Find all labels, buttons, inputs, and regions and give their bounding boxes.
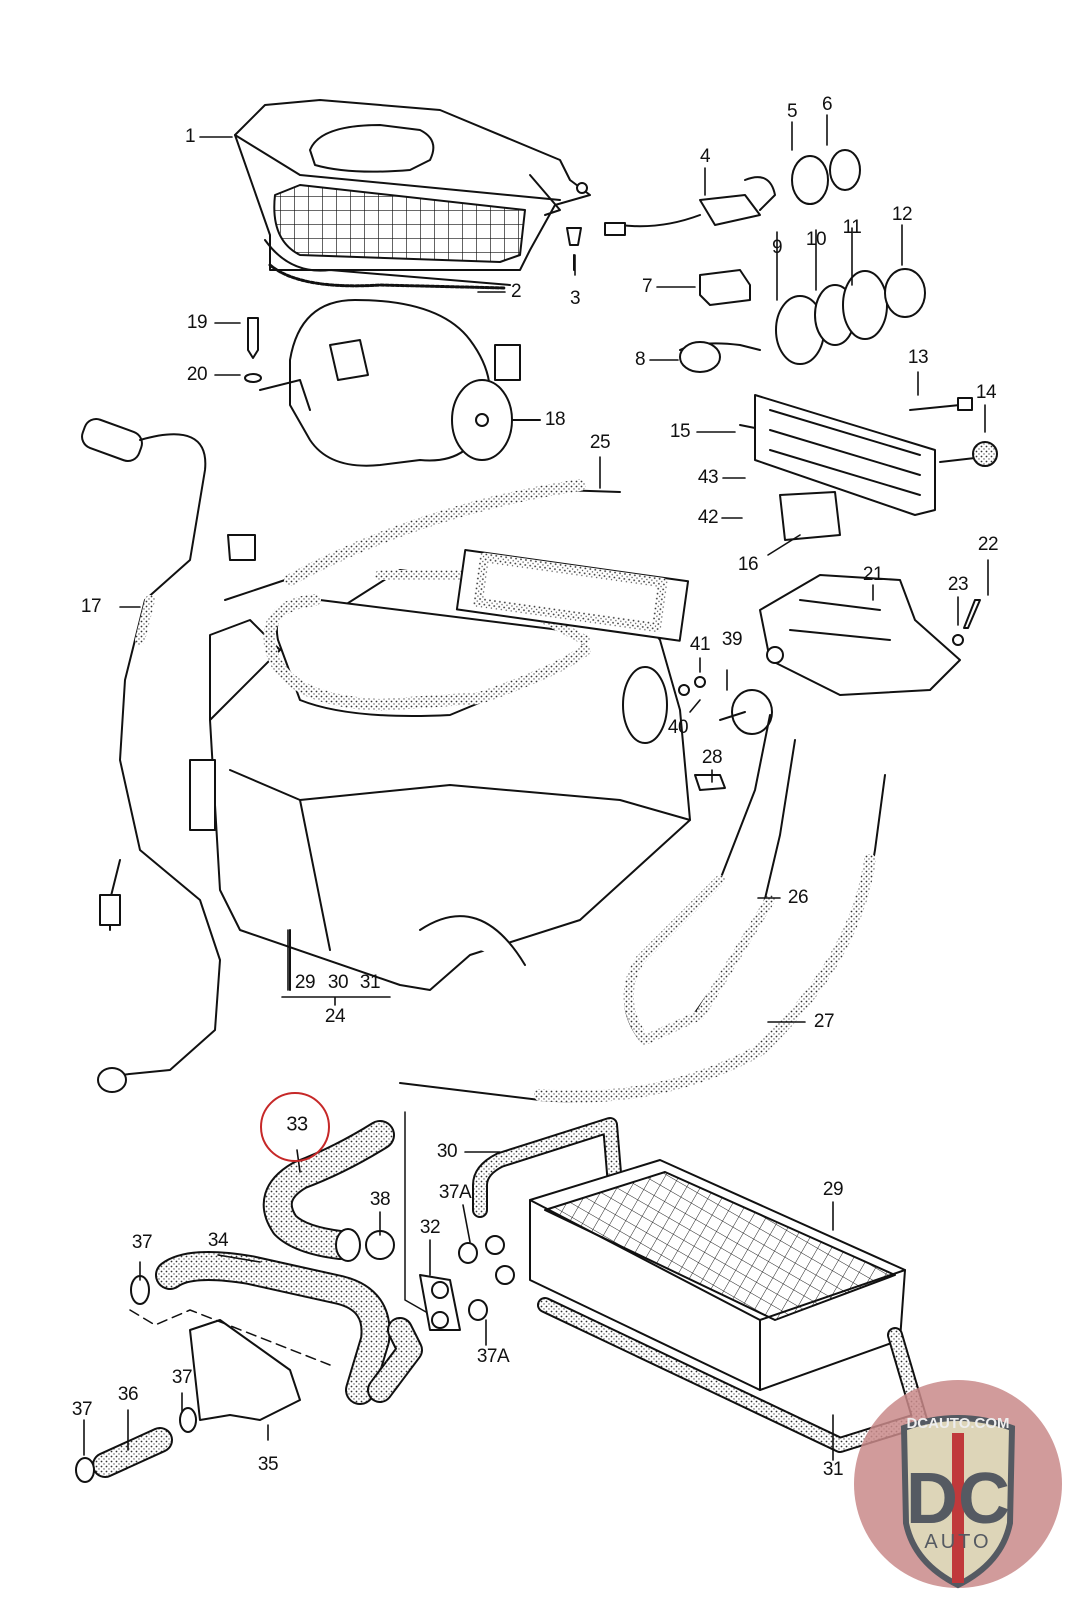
- callout-33[interactable]: 33: [286, 1113, 308, 1136]
- part-30-seal: [472, 1117, 623, 1218]
- highlight-circle-part-33: [260, 1092, 330, 1162]
- callout-12[interactable]: 12: [891, 204, 913, 225]
- callout-17[interactable]: 17: [80, 596, 102, 617]
- callout-37-b[interactable]: 37: [171, 1367, 193, 1388]
- callout-9[interactable]: 9: [771, 237, 783, 258]
- logo-stripe: [952, 1433, 964, 1583]
- part-37-hose-clamps: [75, 1275, 197, 1483]
- part-13-16-control-panel: [739, 394, 998, 541]
- callout-14[interactable]: 14: [975, 382, 997, 403]
- callout-21[interactable]: 21: [862, 564, 884, 585]
- callout-25[interactable]: 25: [589, 432, 611, 453]
- callout-15[interactable]: 15: [669, 421, 691, 442]
- logo-monogram: DC: [906, 1459, 1010, 1539]
- part-7-12-rotary-assembly: [679, 268, 926, 373]
- callout-7[interactable]: 7: [641, 276, 653, 297]
- callout-31-group[interactable]: 31: [359, 972, 381, 993]
- callout-43[interactable]: 43: [697, 467, 719, 488]
- part-22-23-screw-washer: [952, 599, 981, 646]
- callout-3[interactable]: 3: [569, 288, 581, 309]
- callout-16[interactable]: 16: [737, 554, 759, 575]
- part-33-coolant-hose: [262, 1111, 441, 1321]
- part-17-wiring-harness: [81, 418, 256, 1093]
- callout-19[interactable]: 19: [186, 312, 208, 333]
- part-18-blower-motor: [289, 299, 541, 467]
- part-37A-clamps: [458, 1242, 488, 1321]
- dcauto-watermark-logo: DCAUTO.COM DC AUTO: [854, 1380, 1062, 1589]
- part-19-20-screw-washer: [244, 317, 311, 411]
- part-27-cable: [399, 774, 886, 1103]
- callout-37A-upper[interactable]: 37A: [438, 1182, 472, 1203]
- part-39-blower-switch: [678, 676, 773, 791]
- part-24-heater-box: [189, 548, 691, 991]
- part-21-flap-mechanism: [759, 574, 961, 696]
- part-29-heater-core: [485, 1159, 906, 1391]
- callout-38[interactable]: 38: [369, 1189, 391, 1210]
- callout-37-c[interactable]: 37: [71, 1399, 93, 1420]
- callout-37-a[interactable]: 37: [131, 1232, 153, 1253]
- part-4-6-switch: [604, 149, 861, 236]
- callout-26[interactable]: 26: [787, 887, 809, 908]
- callout-10[interactable]: 10: [805, 229, 827, 250]
- logo-site-text: DCAUTO.COM: [906, 1415, 1009, 1432]
- callout-13[interactable]: 13: [907, 347, 929, 368]
- callout-8[interactable]: 8: [634, 349, 646, 370]
- callout-2[interactable]: 2: [510, 281, 522, 302]
- callout-32[interactable]: 32: [419, 1217, 441, 1238]
- callout-23[interactable]: 23: [947, 574, 969, 595]
- part-35-valve: [129, 1309, 331, 1421]
- callout-18[interactable]: 18: [544, 409, 566, 430]
- callout-22[interactable]: 22: [977, 534, 999, 555]
- part-34-coolant-hose: [155, 1251, 423, 1405]
- part-32-grommet: [419, 1274, 461, 1331]
- callout-4[interactable]: 4: [699, 146, 711, 167]
- callout-37A-lower[interactable]: 37A: [476, 1346, 510, 1367]
- part-1-intake-housing: [234, 99, 591, 290]
- callout-29-group[interactable]: 29: [294, 972, 316, 993]
- callout-35[interactable]: 35: [257, 1454, 279, 1475]
- callout-20[interactable]: 20: [186, 364, 208, 385]
- callout-39[interactable]: 39: [721, 629, 743, 650]
- callout-6[interactable]: 6: [821, 94, 833, 115]
- callout-11[interactable]: 11: [842, 217, 862, 238]
- leader-lines: [83, 114, 989, 1461]
- callout-1[interactable]: 1: [184, 126, 196, 147]
- callout-31[interactable]: 31: [822, 1459, 844, 1480]
- callout-41[interactable]: 41: [689, 634, 711, 655]
- callout-27[interactable]: 27: [813, 1011, 835, 1032]
- callout-29[interactable]: 29: [822, 1179, 844, 1200]
- callout-40[interactable]: 40: [667, 717, 689, 738]
- callout-28[interactable]: 28: [701, 747, 723, 768]
- callout-42[interactable]: 42: [697, 507, 719, 528]
- part-36-hose-segment: [92, 1427, 173, 1478]
- logo-subtitle: AUTO: [924, 1531, 991, 1553]
- part-3-clip: [566, 227, 582, 271]
- callout-24[interactable]: 24: [324, 1006, 346, 1027]
- callout-34[interactable]: 34: [207, 1230, 229, 1251]
- callout-36[interactable]: 36: [117, 1384, 139, 1405]
- callout-30[interactable]: 30: [436, 1141, 458, 1162]
- callout-30-group[interactable]: 30: [327, 972, 349, 993]
- callout-5[interactable]: 5: [786, 101, 798, 122]
- part-26-cable: [623, 714, 796, 1045]
- part-25-cable: [224, 479, 621, 601]
